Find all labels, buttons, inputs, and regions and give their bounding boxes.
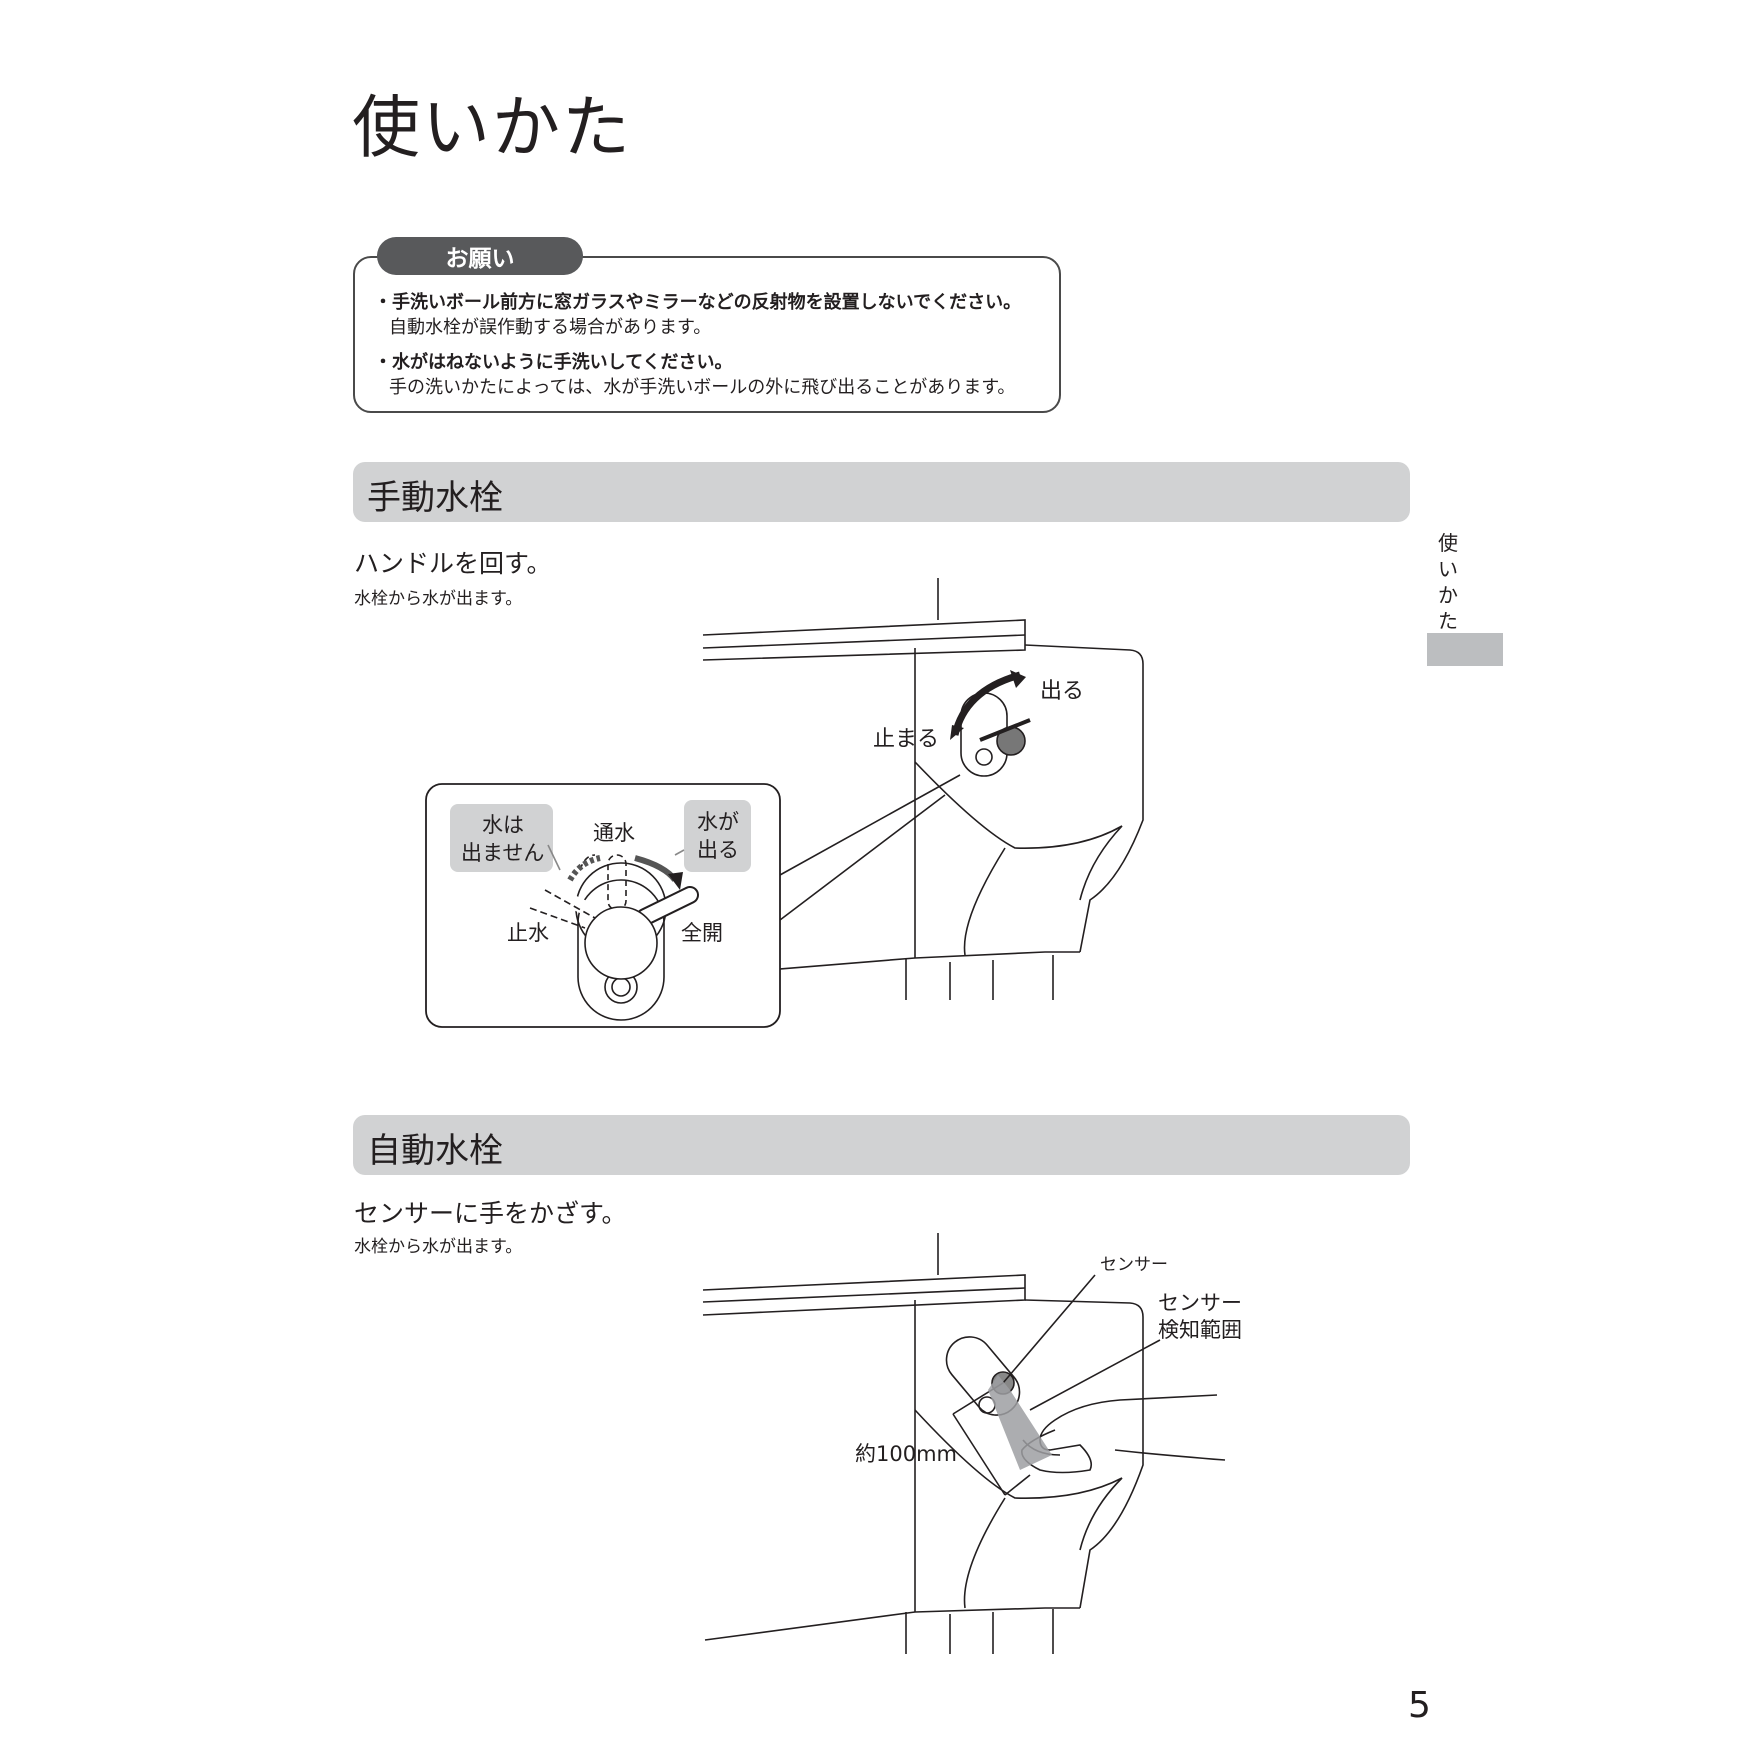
notice-item-1-heading: ・手洗いボール前方に窓ガラスやミラーなどの反射物を設置しないでください。 bbox=[374, 292, 1022, 313]
page-number: 5 bbox=[1408, 1685, 1431, 1726]
label-water-out-2: 出る bbox=[697, 838, 739, 862]
section-bar-auto bbox=[353, 1115, 1410, 1175]
label-out: 出る bbox=[1040, 679, 1084, 704]
section-title-auto: 自動水栓 bbox=[367, 1131, 503, 1171]
manual-note: 水栓から水が出ます。 bbox=[354, 589, 523, 609]
side-tab-marker bbox=[1427, 633, 1503, 666]
label-flow: 通水 bbox=[593, 821, 635, 845]
section-title-manual: 手動水栓 bbox=[367, 478, 503, 518]
label-sensor: センサー bbox=[1100, 1255, 1168, 1275]
label-range-2: 検知範囲 bbox=[1158, 1318, 1242, 1342]
label-no-water-2: 出ません bbox=[461, 841, 544, 865]
auto-note: 水栓から水が出ます。 bbox=[354, 1237, 523, 1257]
notice-item-2-heading: ・水がはねないように手洗いしてください。 bbox=[374, 352, 733, 373]
label-range-1: センサー bbox=[1158, 1291, 1242, 1315]
section-bar-manual bbox=[353, 462, 1410, 522]
side-tab-label: 使いかた bbox=[1438, 531, 1458, 633]
notice-label: お願い bbox=[377, 237, 583, 275]
label-stop: 止まる bbox=[873, 727, 939, 752]
label-water-out-1: 水が bbox=[697, 810, 739, 834]
notice-box bbox=[353, 256, 1061, 413]
label-full-open: 全開 bbox=[681, 921, 723, 945]
notice-item-1-detail: 自動水栓が誤作動する場合があります。 bbox=[389, 317, 712, 338]
auto-instruction: センサーに手をかざす。 bbox=[354, 1199, 627, 1228]
label-no-water-1: 水は bbox=[482, 813, 524, 837]
manual-instruction: ハンドルを回す。 bbox=[354, 549, 552, 578]
notice-item-2-detail: 手の洗いかたによっては、水が手洗いボールの外に飛び出ることがあります。 bbox=[389, 377, 1016, 398]
label-stop-water: 止水 bbox=[507, 921, 549, 945]
label-distance: 約100mm bbox=[855, 1442, 957, 1466]
page-title: 使いかた bbox=[352, 89, 633, 168]
